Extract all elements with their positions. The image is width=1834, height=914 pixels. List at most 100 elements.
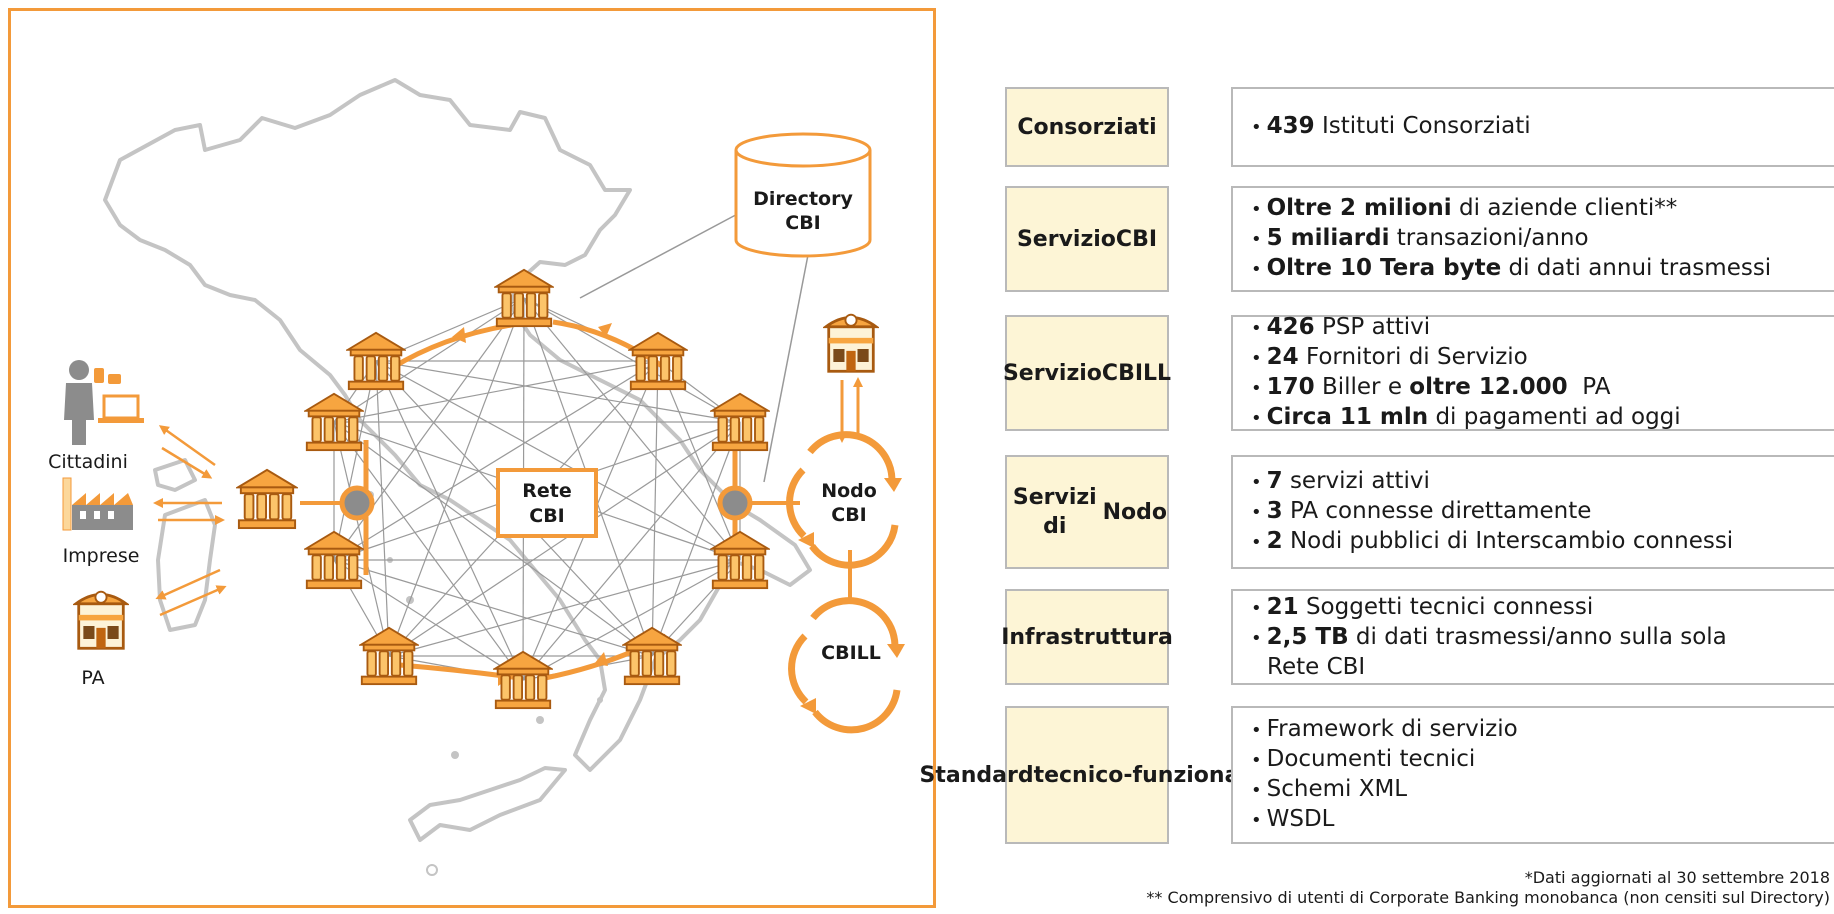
- detail-text: Nodi pubblici di Interscambio connessi: [1282, 528, 1734, 554]
- italy-map-outline: [103, 78, 812, 842]
- bullet-icon: •: [1251, 408, 1262, 429]
- detail-text: Fornitori di Servizio: [1298, 344, 1528, 370]
- bullet-icon: •: [1251, 750, 1262, 771]
- bank-left-icon: [236, 468, 298, 530]
- detail-line: •439 Istituti Consorziati: [1251, 112, 1834, 142]
- factory-icon: [62, 477, 133, 531]
- mesh-link: [388, 421, 741, 657]
- detail-text: di aziende clienti**: [1451, 195, 1678, 221]
- mesh-link: [333, 360, 377, 561]
- details-cell: •Framework di servizio•Documenti tecnici…: [1231, 706, 1834, 844]
- bank-node-icon: [493, 650, 553, 710]
- rete-cbi-label-2: CBI: [529, 505, 565, 527]
- footnotes: *Dati aggiornati al 30 settembre 2018 **…: [1146, 868, 1830, 908]
- mesh-link: [333, 559, 524, 681]
- detail-line: •Schemi XML: [1251, 775, 1834, 805]
- detail-text: Oltre 2 milioni: [1266, 195, 1452, 221]
- mesh-link: [333, 421, 653, 657]
- detail-text: 24: [1266, 344, 1299, 370]
- table-row: Infrastruttura•21 Soggetti tecnici conne…: [1001, 589, 1834, 685]
- detail-line: •Documenti tecnici: [1251, 745, 1834, 775]
- public-building-icon: [74, 590, 128, 650]
- category-label: Nodo: [1102, 499, 1167, 525]
- mesh-link: [333, 360, 659, 561]
- mesh-link: [333, 297, 525, 561]
- bank-node-icon: [304, 392, 364, 452]
- bullet-icon: •: [1251, 502, 1262, 523]
- bullet-icon: •: [1251, 598, 1262, 619]
- detail-text: Documenti tecnici: [1266, 746, 1476, 772]
- detail-text: Oltre 10 Tera byte: [1266, 255, 1502, 281]
- footnote-2: ** Comprensivo di utenti di Corporate Ba…: [1146, 888, 1830, 907]
- cbill-label: CBILL: [821, 642, 881, 664]
- mesh-link: [657, 360, 741, 561]
- category-label: Servizio: [1016, 226, 1116, 252]
- detail-text: 170: [1266, 374, 1315, 400]
- bullet-icon: •: [1251, 348, 1262, 369]
- detail-line: •5 miliardi transazioni/anno: [1251, 224, 1834, 254]
- mesh-link: [522, 421, 741, 681]
- detail-line: •24 Fornitori di Servizio: [1251, 343, 1834, 373]
- detail-line: •2,5 TB di dati trasmessi/anno sulla sol…: [1251, 623, 1834, 653]
- directory-label-1: Directory: [753, 188, 853, 210]
- rete-cbi-label-1: Rete: [522, 480, 572, 502]
- mesh-link: [522, 559, 741, 681]
- detail-text: di dati trasmessi/anno sulla sola: [1348, 624, 1727, 650]
- mesh-link: [333, 297, 525, 423]
- detail-text: 439: [1266, 113, 1315, 139]
- bullet-icon: •: [1251, 199, 1262, 220]
- nodo-cbi-cycle: [786, 431, 899, 569]
- rete-cbi-box: [496, 468, 598, 538]
- detail-text: transazioni/anno: [1389, 225, 1589, 251]
- category-label: CBILL: [1101, 360, 1172, 386]
- detail-line: •2 Nodi pubblici di Interscambio conness…: [1251, 527, 1834, 557]
- details-cell: •21 Soggetti tecnici connessi•2,5 TB di …: [1231, 589, 1834, 685]
- cbill-arrowheads: [800, 644, 905, 714]
- bullet-icon: •: [1251, 378, 1262, 399]
- detail-text: 7: [1266, 468, 1283, 494]
- detail-text: 426: [1266, 314, 1315, 340]
- mesh-link: [523, 297, 741, 423]
- nodo-cbi-label-2: CBI: [831, 504, 867, 526]
- bullet-icon: •: [1251, 628, 1262, 649]
- detail-line: •170 Biller e oltre 12.000 PA: [1251, 373, 1834, 403]
- right-hub: [717, 485, 753, 521]
- mesh-link: [651, 360, 659, 657]
- details-cell: •Oltre 2 milioni di aziende clienti**•5 …: [1231, 186, 1834, 292]
- directory-cbi-database: Directory CBI: [734, 132, 872, 258]
- details-cell: •439 Istituti Consorziati: [1231, 87, 1834, 167]
- detail-line: •21 Soggetti tecnici connessi: [1251, 593, 1834, 623]
- cbill-cycle: [788, 597, 901, 734]
- mesh-link: [375, 360, 741, 561]
- bullet-icon: •: [1251, 229, 1262, 250]
- mesh-link: [388, 297, 525, 657]
- mesh-link: [651, 421, 741, 657]
- detail-text: WSDL: [1266, 806, 1335, 832]
- detail-text: Biller e: [1314, 374, 1410, 400]
- detail-text: oltre 12.000: [1409, 374, 1568, 400]
- bullet-icon: •: [1251, 117, 1262, 138]
- mesh-link: [333, 559, 653, 657]
- actor-label-imprese: Imprese: [63, 545, 140, 567]
- bank-node-icon: [710, 530, 770, 590]
- detail-text: 21: [1266, 594, 1299, 620]
- bullet-icon: •: [1251, 259, 1262, 280]
- table-row: Consorziati •439 Istituti Consorziati: [1005, 87, 1834, 167]
- detail-text: Rete CBI: [1267, 654, 1366, 680]
- detail-text: PSP attivi: [1314, 314, 1431, 340]
- category-label: Servizio: [1002, 360, 1102, 386]
- mesh-link: [333, 360, 659, 423]
- detail-text: 2: [1266, 528, 1283, 554]
- category-label: Servizi di: [1012, 485, 1097, 539]
- detail-text: di pagamenti ad oggi: [1428, 404, 1681, 430]
- bullet-icon: •: [1251, 720, 1262, 741]
- detail-text: Framework di servizio: [1266, 716, 1518, 742]
- category-cell: Consorziati: [1005, 87, 1169, 167]
- detail-line: •7 servizi attivi: [1251, 467, 1834, 497]
- category-label: Consorziati: [1017, 114, 1157, 140]
